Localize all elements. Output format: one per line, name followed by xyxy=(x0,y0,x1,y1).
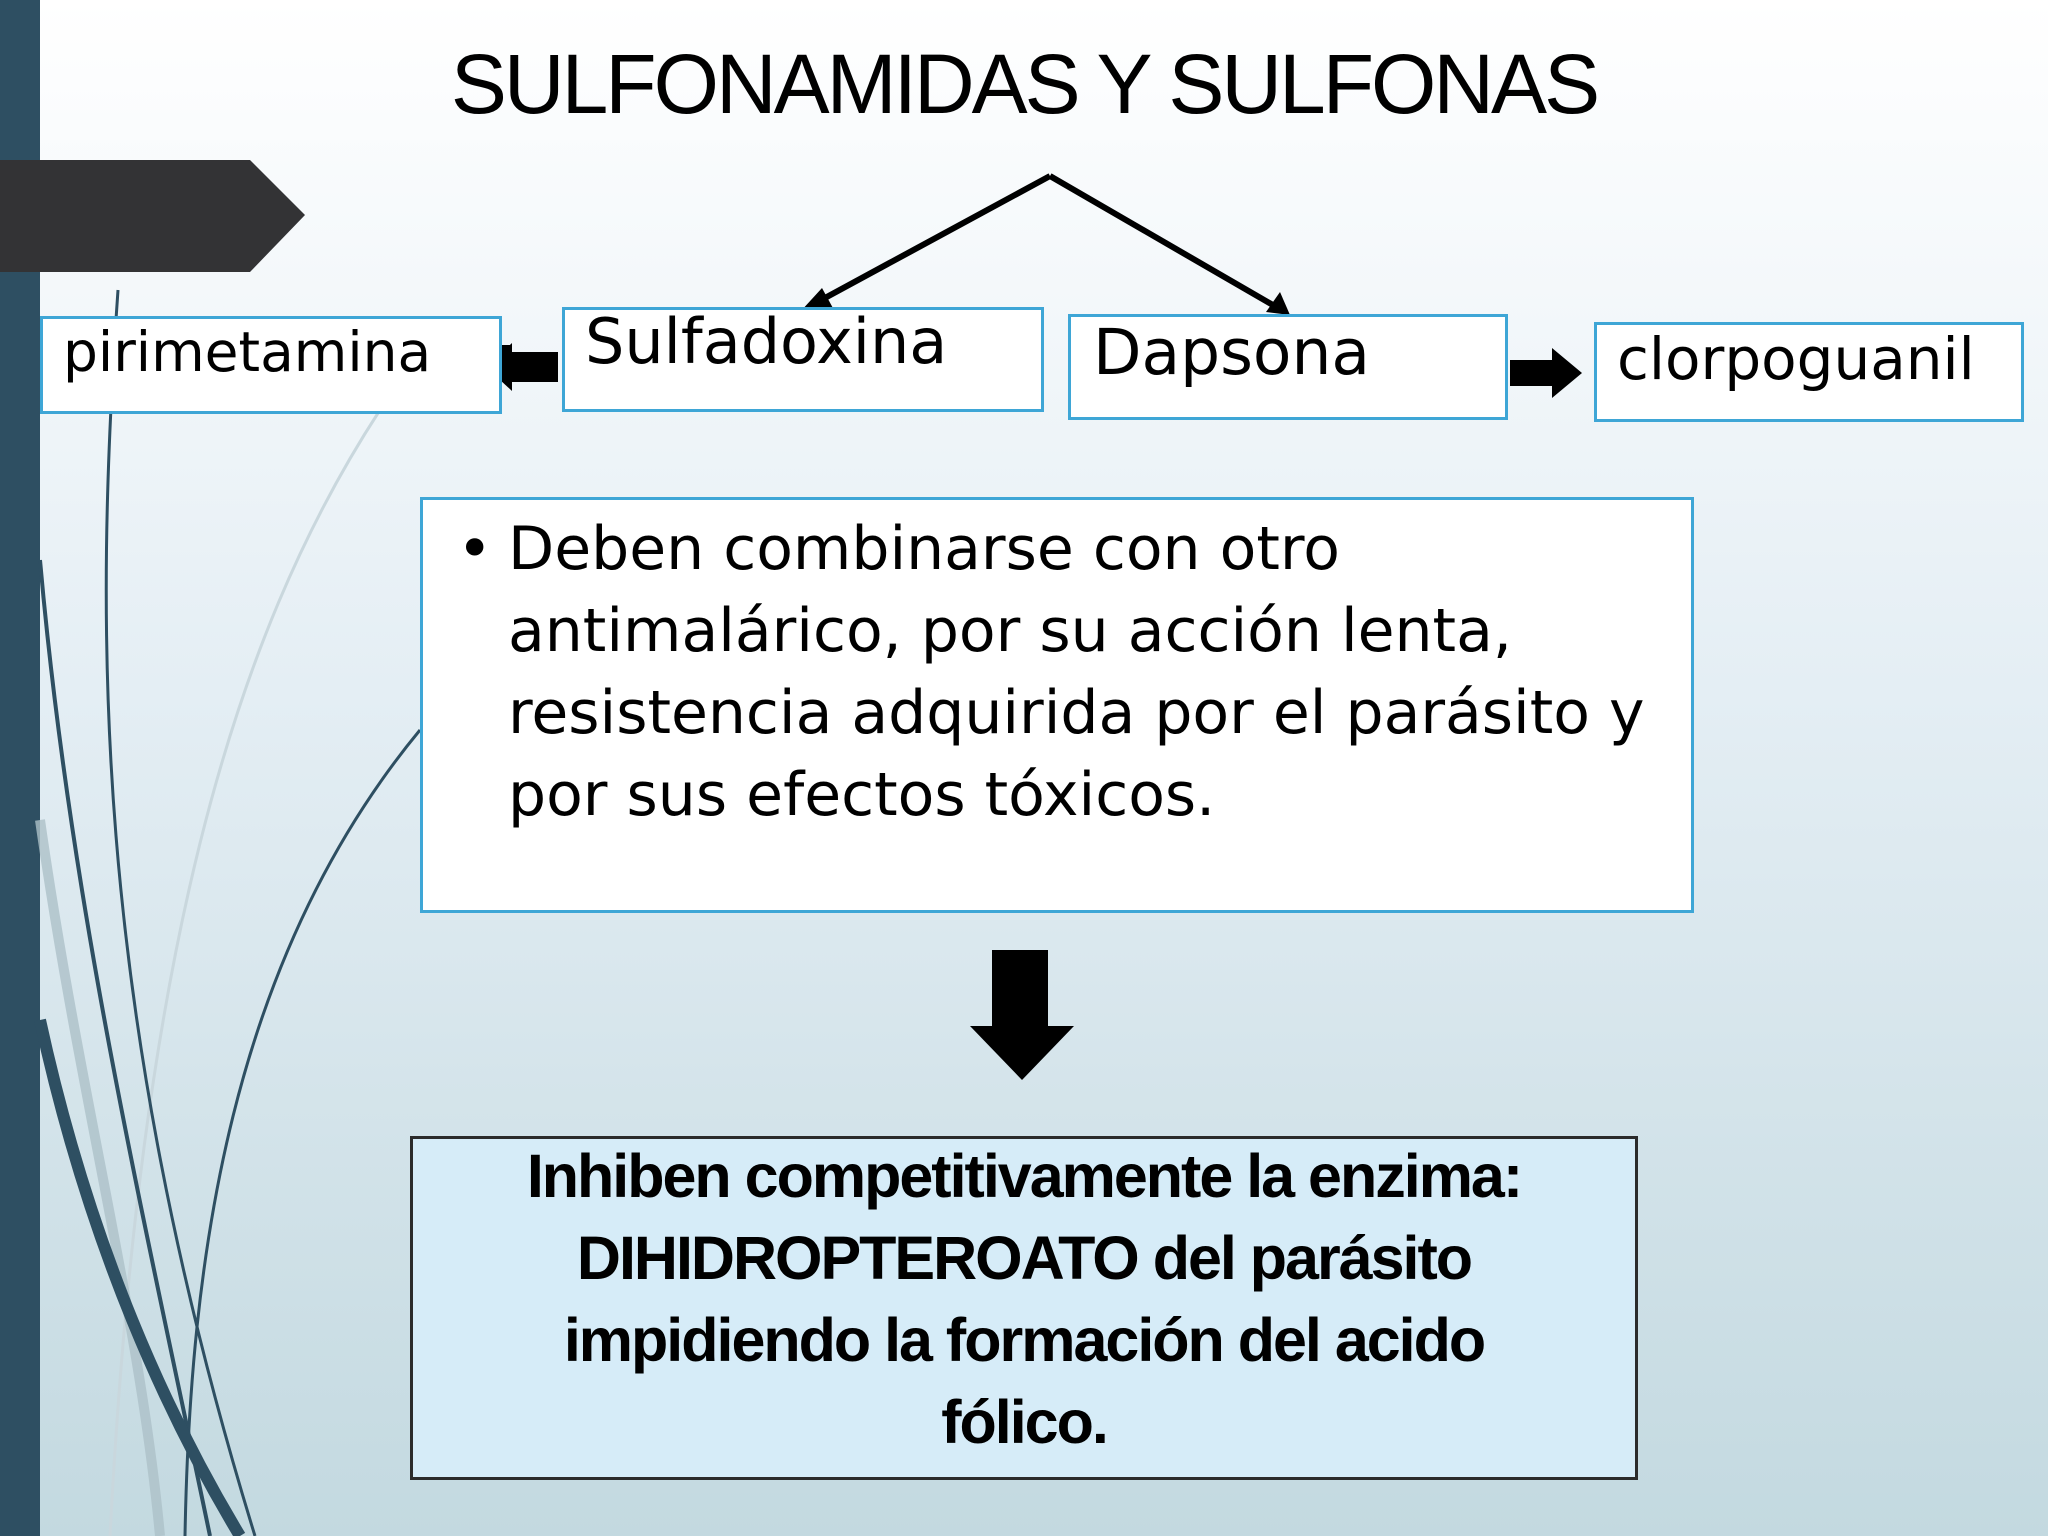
decorative-curve xyxy=(34,1018,246,1536)
mechanism-line: DIHIDROPTEROATO del parásito xyxy=(576,1224,1473,1292)
slide-title: SULFONAMIDAS Y SULFONAS xyxy=(450,37,1600,131)
drug-box-sulfadoxina: Sulfadoxina xyxy=(562,305,1044,412)
decorative-curve xyxy=(183,729,422,1536)
bullet-icon: • xyxy=(457,514,493,584)
decorative-curve xyxy=(104,289,257,1536)
branch-arrowhead-right xyxy=(1266,292,1290,315)
branch-line-left xyxy=(810,173,1052,308)
mechanism-text: Inhiben competitivamente la enzima: DIHI… xyxy=(413,1135,1635,1463)
mechanism-line: Inhiben competitivamente la enzima: xyxy=(526,1142,1523,1210)
drug-box-clorpoguanil: clorpoguanil xyxy=(1594,322,2024,422)
drug-label-pirimetamina: pirimetamina xyxy=(63,320,432,384)
decorative-curve xyxy=(35,819,165,1536)
arrow-right-icon xyxy=(1552,348,1582,398)
mechanism-line: fólico. xyxy=(941,1388,1109,1456)
note-bullet-item: • Deben combinarse con otro antimalárico… xyxy=(443,508,1651,836)
arrow-down-icon xyxy=(970,1026,1074,1080)
arrow-down-shaft xyxy=(992,950,1048,1028)
drug-label-sulfadoxina: Sulfadoxina xyxy=(585,305,948,378)
branch-line-right xyxy=(1048,173,1280,311)
drug-box-dapsona: Dapsona xyxy=(1068,314,1508,420)
arrow-right-shaft xyxy=(1510,360,1554,386)
title-tab xyxy=(0,160,305,272)
decorative-curve xyxy=(38,559,212,1536)
branch-arrowhead-left xyxy=(800,288,834,312)
note-bullet-text: Deben combinarse con otro antimalárico, … xyxy=(508,514,1645,830)
drug-label-dapsona: Dapsona xyxy=(1093,316,1371,389)
mechanism-box: Inhiben competitivamente la enzima: DIHI… xyxy=(410,1136,1638,1480)
mechanism-line: impidiendo la formación del acido xyxy=(563,1306,1486,1374)
arrow-left-shaft xyxy=(510,354,558,380)
note-box: • Deben combinarse con otro antimalárico… xyxy=(420,497,1694,913)
drug-label-clorpoguanil: clorpoguanil xyxy=(1617,325,1975,393)
drug-box-pirimetamina: pirimetamina xyxy=(40,316,502,414)
note-list: • Deben combinarse con otro antimalárico… xyxy=(443,508,1651,836)
